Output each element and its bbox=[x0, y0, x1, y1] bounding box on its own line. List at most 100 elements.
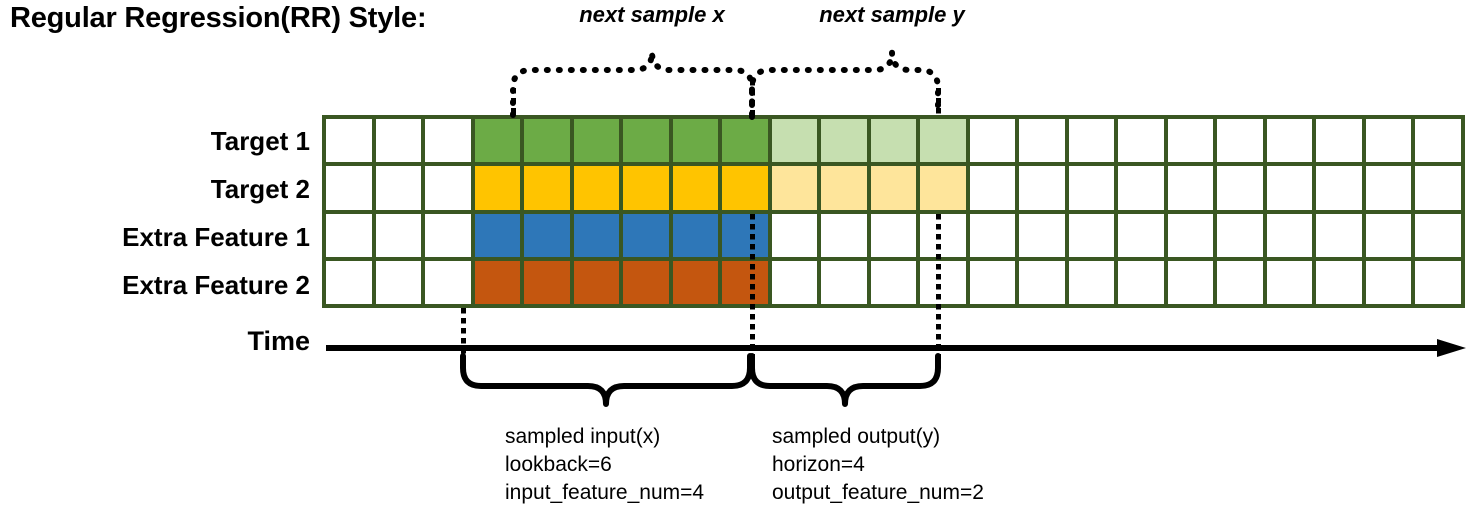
grid-cell-r1-c14 bbox=[969, 119, 1016, 163]
row-label-target-2: Target 2 bbox=[210, 174, 310, 204]
grid-cell-r3-c6 bbox=[573, 213, 620, 257]
grid-cell-r4-c6 bbox=[573, 260, 620, 304]
grid-cell-r2-c4 bbox=[474, 166, 521, 210]
grid-cell-r1-c21 bbox=[1316, 119, 1362, 163]
grid-cell-r4-c7 bbox=[623, 260, 669, 304]
grid-cell-r4-c22 bbox=[1365, 260, 1412, 304]
grid-cell-r4-c20 bbox=[1266, 260, 1313, 304]
grid-cell-r3-c22 bbox=[1365, 213, 1412, 257]
grid-cell-r3-c13 bbox=[920, 213, 966, 257]
grid-cell-r3-c1 bbox=[326, 213, 372, 257]
dotted-connector-x-start-top bbox=[511, 88, 516, 117]
grid-cell-r3-c16 bbox=[1068, 213, 1115, 257]
dotted-connector-y-end-bottom bbox=[936, 214, 941, 360]
grid-cell-r4-c2 bbox=[375, 260, 422, 304]
grid-cell-r2-c22 bbox=[1365, 166, 1412, 210]
annotation-next-sample-x: next sample x bbox=[579, 2, 725, 27]
grid-cell-r2-c18 bbox=[1167, 166, 1214, 210]
grid-cell-r3-c8 bbox=[672, 213, 719, 257]
caption-sampled-input-line2: lookback=6 bbox=[505, 452, 612, 476]
grid-cell-r1-c16 bbox=[1068, 119, 1115, 163]
grid-cell-r4-c16 bbox=[1068, 260, 1115, 304]
grid-cell-r2-c5 bbox=[524, 166, 570, 210]
grid-cell-r1-c18 bbox=[1167, 119, 1214, 163]
grid-cell-r1-c6 bbox=[573, 119, 620, 163]
grid-cell-r3-c23 bbox=[1415, 213, 1461, 257]
caption-sampled-input: sampled input(x) lookback=6 input_featur… bbox=[505, 423, 704, 507]
grid-cell-r1-c5 bbox=[524, 119, 570, 163]
grid-cell-r3-c20 bbox=[1266, 213, 1313, 257]
grid-cell-r3-c3 bbox=[425, 213, 471, 257]
dotted-connector-mid-top bbox=[750, 80, 755, 117]
grid-cell-r2-c9 bbox=[722, 166, 768, 210]
grid-cell-r2-c8 bbox=[672, 166, 719, 210]
bottom-brace-group bbox=[460, 353, 941, 407]
caption-sampled-output-line3: output_feature_num=2 bbox=[772, 480, 984, 504]
grid-cell-r1-c22 bbox=[1365, 119, 1412, 163]
grid-cell-r4-c10 bbox=[771, 260, 818, 304]
grid-cell-r3-c18 bbox=[1167, 213, 1214, 257]
grid-cell-r2-c13 bbox=[920, 166, 966, 210]
grid-cell-r2-c11 bbox=[821, 166, 867, 210]
grid-cell-r3-c4 bbox=[474, 213, 521, 257]
dotted-connector-mid-bottom bbox=[750, 214, 755, 360]
grid-cell-r1-c19 bbox=[1217, 119, 1263, 163]
grid-cell-r3-c14 bbox=[969, 213, 1016, 257]
grid-cell-r4-c18 bbox=[1167, 260, 1214, 304]
grid-cell-r4-c8 bbox=[672, 260, 719, 304]
grid-cell-r4-c11 bbox=[821, 260, 867, 304]
grid-cell-r1-c10 bbox=[771, 119, 818, 163]
grid-cell-r1-c23 bbox=[1415, 119, 1461, 163]
annotation-next-sample-y: next sample y bbox=[819, 2, 965, 27]
grid-cell-r2-c16 bbox=[1068, 166, 1115, 210]
timeline-grid bbox=[322, 115, 1465, 308]
grid-cell-r1-c7 bbox=[623, 119, 669, 163]
grid-cell-r2-c14 bbox=[969, 166, 1016, 210]
grid-cell-r3-c15 bbox=[1019, 213, 1065, 257]
grid-cell-r2-c15 bbox=[1019, 166, 1065, 210]
grid-cell-r2-c6 bbox=[573, 166, 620, 210]
grid-cell-r1-c2 bbox=[375, 119, 422, 163]
grid-cell-r3-c9 bbox=[722, 213, 768, 257]
grid-cell-r4-c9 bbox=[722, 260, 768, 304]
grid-cell-r3-c11 bbox=[821, 213, 867, 257]
grid-cell-r3-c19 bbox=[1217, 213, 1263, 257]
grid-cell-r1-c12 bbox=[870, 119, 917, 163]
row-label-target-1: Target 1 bbox=[210, 126, 310, 156]
caption-sampled-input-line1: sampled input(x) bbox=[505, 425, 661, 448]
grid-cell-r2-c19 bbox=[1217, 166, 1263, 210]
grid-cell-r2-c7 bbox=[623, 166, 669, 210]
grid-cell-r4-c19 bbox=[1217, 260, 1263, 304]
grid-cell-r1-c15 bbox=[1019, 119, 1065, 163]
grid-cell-r2-c12 bbox=[870, 166, 917, 210]
dotted-connector-y-end-top bbox=[936, 88, 941, 117]
grid-cell-r2-c21 bbox=[1316, 166, 1362, 210]
time-axis-label: Time bbox=[247, 326, 310, 356]
grid-cell-r1-c11 bbox=[821, 119, 867, 163]
grid-cell-r1-c8 bbox=[672, 119, 719, 163]
grid-cell-r2-c10 bbox=[771, 166, 818, 210]
grid-cell-r4-c1 bbox=[326, 260, 372, 304]
grid-cell-r3-c17 bbox=[1118, 213, 1164, 257]
row-label-extra-feature-2: Extra Feature 2 bbox=[122, 270, 310, 300]
grid-cell-r1-c1 bbox=[326, 119, 372, 163]
caption-sampled-output: sampled output(y) horizon=4 output_featu… bbox=[772, 423, 984, 507]
caption-sampled-input-line3: input_feature_num=4 bbox=[505, 480, 705, 504]
grid-cell-r1-c17 bbox=[1118, 119, 1164, 163]
grid-cell-r4-c15 bbox=[1019, 260, 1065, 304]
row-label-extra-feature-1: Extra Feature 1 bbox=[122, 222, 310, 252]
page-title: Regular Regression(RR) Style: bbox=[10, 2, 427, 34]
caption-sampled-output-line2: horizon=4 bbox=[772, 452, 865, 476]
grid-cell-r1-c4 bbox=[474, 119, 521, 163]
grid-cell-r4-c17 bbox=[1118, 260, 1164, 304]
grid-cell-r3-c12 bbox=[870, 213, 917, 257]
grid-cell-r2-c20 bbox=[1266, 166, 1313, 210]
grid-cell-r3-c10 bbox=[771, 213, 818, 257]
grid-cell-r4-c5 bbox=[524, 260, 570, 304]
grid-cell-r4-c21 bbox=[1316, 260, 1362, 304]
grid-cell-r2-c2 bbox=[375, 166, 422, 210]
grid-cell-r2-c17 bbox=[1118, 166, 1164, 210]
grid-cell-r4-c23 bbox=[1415, 260, 1461, 304]
grid-cell-r2-c3 bbox=[425, 166, 471, 210]
